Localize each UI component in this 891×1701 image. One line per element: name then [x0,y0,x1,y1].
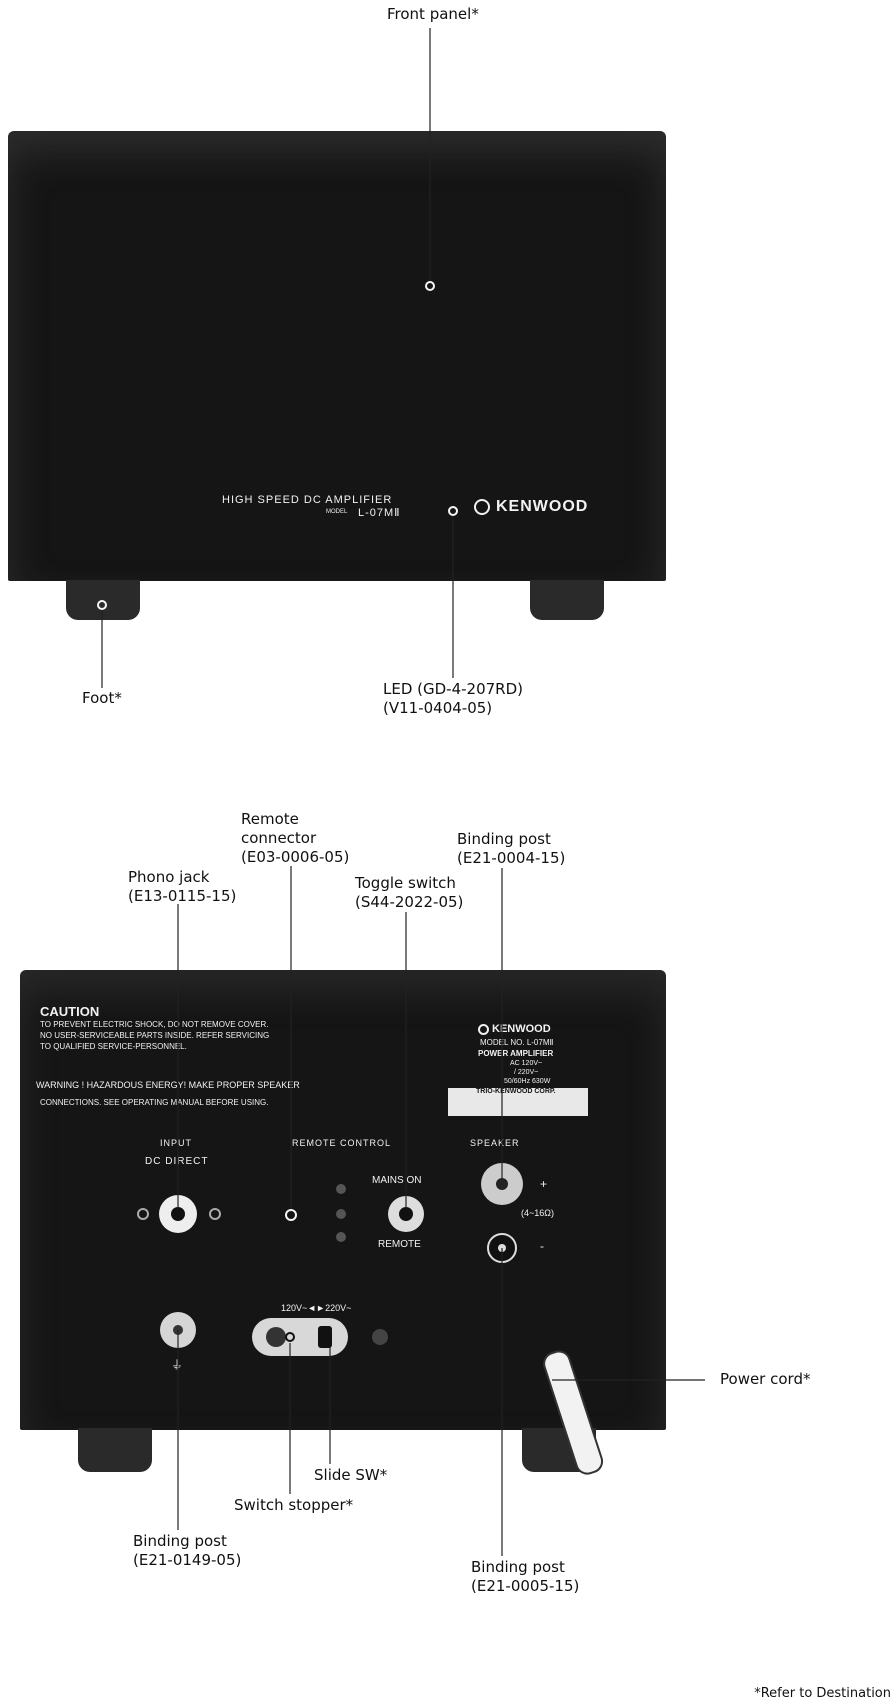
caution-line-1: TO PREVENT ELECTRIC SHOCK, DO NOT REMOVE… [40,1020,269,1029]
callout-foot: Foot* [82,689,122,707]
phono-jack-center-icon [171,1207,185,1221]
product-line-text: HIGH SPEED DC AMPLIFIER [222,494,393,506]
label-plate-logo-icon [478,1024,489,1035]
speaker-plus-label: + [540,1177,548,1191]
caution-title: CAUTION [40,1004,100,1019]
speaker-binding-post-plus [481,1163,523,1205]
callout-power-cord: Power cord* [720,1370,811,1388]
toggle-switch [388,1196,424,1232]
callout-binding-post-top-line-1: Binding post [457,830,551,848]
switch-stopper-screw [266,1327,286,1347]
brand-text: KENWOOD [496,498,589,515]
remote-pin-3 [336,1232,346,1242]
callout-binding-post-top-line-2: (E21-0004-15) [457,849,566,867]
speaker-minus-label: - [540,1239,544,1253]
callout-binding-post-ground-line-1: Binding post [133,1532,227,1550]
speaker-binding-post-minus [487,1233,517,1263]
label-plate-rating: 50/60Hz 630W [504,1078,551,1085]
callout-toggle-switch-line-2: (S44-2022-05) [355,893,464,911]
callout-binding-post-bottom-line-1: Binding post [471,1558,565,1576]
remote-pin-2 [336,1209,346,1219]
callout-led-line-1: LED (GD-4-207RD) [383,680,524,698]
callout-slide-sw: Slide SW* [314,1466,388,1484]
warning-line-2: CONNECTIONS. SEE OPERATING MANUAL BEFORE… [40,1098,269,1107]
label-plate-model: MODEL NO. L-07MⅡ [480,1038,554,1047]
callout-phono-jack-line-1: Phono jack [128,868,210,886]
front-panel-body [8,131,666,581]
callout-binding-post-top: Binding post (E21-0004-15) [457,830,565,868]
callout-remote-connector-line-2: connector [241,829,317,847]
callout-remote-connector-line-1: Remote [241,810,299,828]
switch-stopper-marker-icon [285,1332,295,1342]
warning-line-1: WARNING ! HAZARDOUS ENERGY! MAKE PROPER … [36,1080,300,1090]
label-plate: KENWOOD MODEL NO. L-07MⅡ POWER AMPLIFIER… [448,1022,588,1118]
label-plate-voltage-2: / 220V~ [514,1069,539,1076]
mains-on-label: MAINS ON [372,1175,422,1186]
speaker-binding-post-minus-center-icon [498,1244,506,1252]
label-plate-type: POWER AMPLIFIER [478,1049,554,1058]
input-screw-left [137,1208,149,1220]
caution-line-2: NO USER-SERVICEABLE PARTS INSIDE. REFER … [40,1031,270,1040]
callout-remote-connector-line-3: (E03-0006-05) [241,848,350,866]
front-panel-marker-icon [425,281,435,291]
callout-toggle-switch-line-1: Toggle switch [355,874,456,892]
led-indicator [448,506,458,516]
label-plate-voltage-1: AC 120V~ [510,1060,543,1067]
callout-led: LED (GD-4-207RD) (V11-0404-05) [383,680,523,718]
rear-foot-left [78,1428,152,1472]
toggle-switch-lever-icon [399,1207,413,1221]
remote-pin-1 [336,1184,346,1194]
model-prefix-text: MODEL [326,509,348,515]
label-plate-brand: KENWOOD [492,1023,551,1035]
ground-symbol-icon: ⏚ [171,1358,184,1372]
kenwood-logo-icon [474,499,490,515]
dc-direct-label: DC DIRECT [145,1156,209,1167]
model-text: L-07MⅡ [358,507,401,519]
front-foot-right [530,580,604,620]
ground-binding-post [160,1312,196,1348]
slide-switch-plate [252,1318,348,1356]
callout-toggle-switch: Toggle switch (S44-2022-05) [355,874,463,912]
callout-remote-connector: Remote connector (E03-0006-05) [241,810,349,867]
label-plate-maker: TRIO-KENWOOD CORP. [476,1088,556,1095]
voltage-selector-label: 120V~◄►220V~ [281,1303,352,1313]
slide-switch-knob [318,1326,332,1348]
speaker-section-label: SPEAKER [470,1138,520,1148]
callout-binding-post-ground: Binding post (E21-0149-05) [133,1532,241,1570]
callout-binding-post-bottom-line-2: (E21-0005-15) [471,1577,580,1595]
impedance-label: (4~16Ω) [521,1208,554,1218]
callout-binding-post-bottom: Binding post (E21-0005-15) [471,1558,579,1596]
input-screw-right [209,1208,221,1220]
remote-label: REMOTE [378,1239,421,1250]
foot-marker-icon [97,600,107,610]
footnote: *Refer to Destination [754,1686,891,1701]
phono-jack [159,1195,197,1233]
callout-switch-stopper: Switch stopper* [234,1496,354,1514]
speaker-binding-post-plus-center-icon [496,1178,508,1190]
caution-line-3: TO QUALIFIED SERVICE-PERSONNEL. [40,1042,187,1051]
callout-front-panel: Front panel* [387,5,479,23]
callout-binding-post-ground-line-2: (E21-0149-05) [133,1551,242,1569]
callout-phono-jack-line-2: (E13-0115-15) [128,887,237,905]
label-plate-maker-band [448,1088,588,1116]
input-section-label: INPUT [160,1138,192,1148]
remote-connector [285,1209,297,1221]
callout-phono-jack: Phono jack (E13-0115-15) [128,868,236,906]
slide-switch-screw [372,1329,388,1345]
ground-binding-post-center-icon [173,1325,183,1335]
remote-control-section-label: REMOTE CONTROL [292,1138,392,1148]
callout-led-line-2: (V11-0404-05) [383,699,493,717]
